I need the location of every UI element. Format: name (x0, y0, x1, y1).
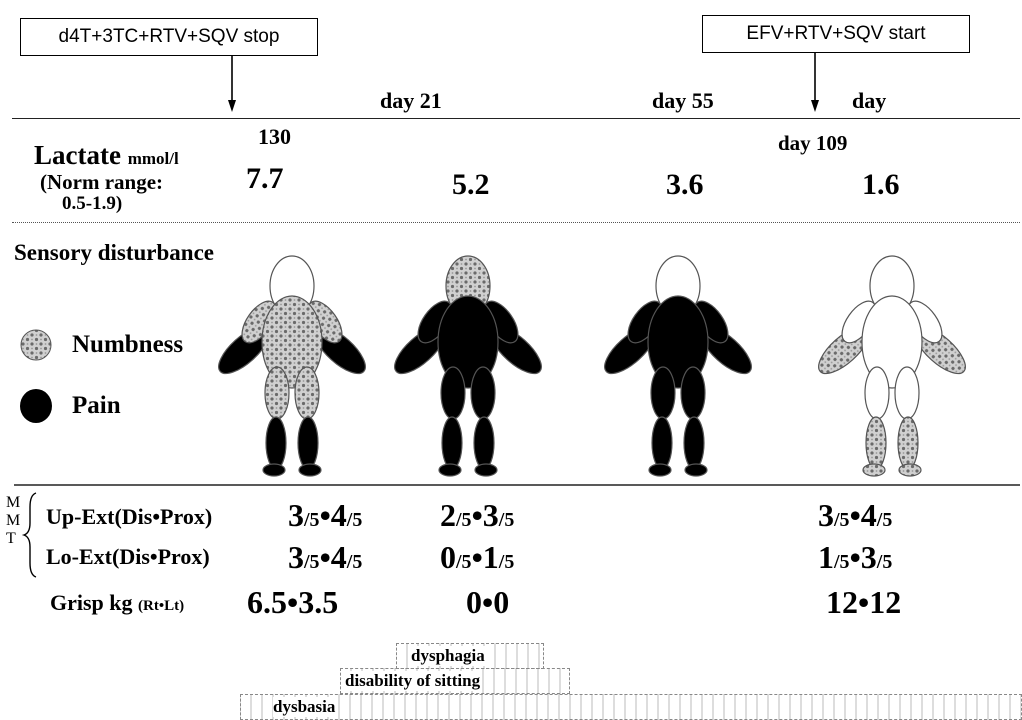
norm-range-label: (Norm range: (40, 170, 163, 195)
figure-shin-left (266, 417, 286, 469)
figure-shin-right (474, 417, 494, 469)
figure-foot-right (685, 464, 707, 476)
norm-range-value: 0.5-1.9) (62, 193, 122, 215)
day21-label: day 21 (380, 88, 442, 114)
grip-label-text: Grisp kg (50, 590, 133, 615)
start-arrow-head (811, 100, 819, 112)
body-figure-2 (388, 256, 549, 476)
figure-shin-right (684, 417, 704, 469)
day130-label: 130 (258, 124, 291, 150)
figure-thigh-left (265, 367, 289, 419)
lower-ext-value-2: 0/5•1/5 (440, 539, 514, 576)
grip-value-3: 12•12 (826, 584, 901, 621)
figure-foot-right (299, 464, 321, 476)
lactate-unit: mmol/l (128, 149, 179, 168)
lactate-title: Lactate mmol/l (34, 140, 179, 171)
body-figures (0, 248, 1022, 480)
figure-thigh-right (895, 367, 919, 419)
lower-ext-value-3: 1/5•3/5 (818, 539, 892, 576)
figure-foot-left (649, 464, 671, 476)
grip-unit: (Rt•Lt) (138, 598, 184, 614)
lactate-value-2: 5.2 (452, 168, 490, 202)
upper-ext-label: Up-Ext(Dis•Prox) (46, 504, 212, 530)
body-figure-3 (598, 256, 759, 476)
figure-foot-left (263, 464, 285, 476)
lactate-value-1: 7.7 (246, 162, 284, 196)
day-label: day (852, 88, 886, 114)
figure-foot-right (475, 464, 497, 476)
mmt-brace (24, 493, 36, 577)
lactate-divider (12, 222, 1020, 223)
body-figure-4 (812, 256, 973, 476)
dysphagia-label: dysphagia (411, 646, 485, 666)
figure-foot-right (899, 464, 921, 476)
figure-shin-left (652, 417, 672, 469)
lower-ext-value-1: 3/5•4/5 (288, 539, 362, 576)
figure-thigh-left (865, 367, 889, 419)
mmt-letter-t: T (6, 530, 20, 548)
figure-thigh-right (295, 367, 319, 419)
lactate-title-text: Lactate (34, 140, 121, 170)
grip-value-2: 0•0 (466, 584, 509, 621)
mmt-letter-m2: M (6, 512, 20, 530)
figure-thigh-left (441, 367, 465, 419)
sitting-label: disability of sitting (345, 671, 480, 691)
figure-thigh-right (471, 367, 495, 419)
lower-ext-label: Lo-Ext(Dis•Prox) (46, 544, 210, 570)
grip-value-1: 6.5•3.5 (247, 584, 338, 621)
timeline-divider (12, 118, 1020, 119)
upper-ext-value-2: 2/5•3/5 (440, 497, 514, 534)
sitting-bar: disability of sitting (340, 668, 570, 694)
stop-arrow-head (228, 100, 236, 112)
grip-label: Grisp kg (Rt•Lt) (50, 590, 184, 616)
dysphagia-bar: dysphagia (396, 643, 544, 669)
figure-foot-left (863, 464, 885, 476)
day109-label: day 109 (778, 131, 847, 156)
figure-shin-left (442, 417, 462, 469)
lactate-value-4: 1.6 (862, 168, 900, 202)
figure-shin-right (298, 417, 318, 469)
figure-thigh-left (651, 367, 675, 419)
figure-shin-right (898, 417, 918, 469)
day55-label: day 55 (652, 88, 714, 114)
mmt-side-letters: M M T (6, 494, 20, 548)
mmt-letter-m1: M (6, 494, 20, 512)
figure-foot-left (439, 464, 461, 476)
upper-ext-value-1: 3/5•4/5 (288, 497, 362, 534)
figure-thigh-right (681, 367, 705, 419)
dysbasia-bar: dysbasia (240, 694, 1022, 720)
upper-ext-value-3: 3/5•4/5 (818, 497, 892, 534)
lactate-value-3: 3.6 (666, 168, 704, 202)
figure-shin-left (866, 417, 886, 469)
dysbasia-label: dysbasia (273, 697, 335, 717)
body-figure-1 (212, 256, 373, 476)
